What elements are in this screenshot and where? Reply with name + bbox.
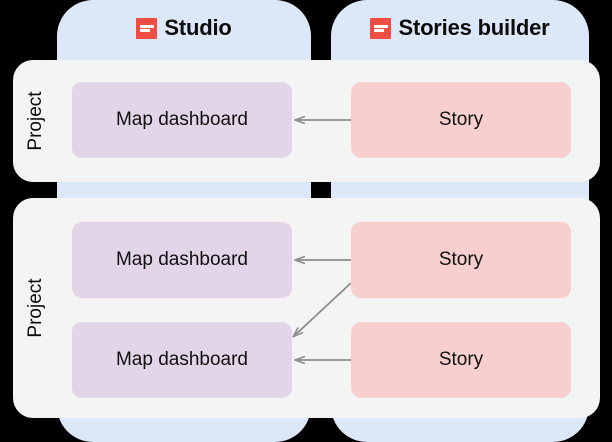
node-map-dashboard[interactable]: Map dashboard: [72, 322, 292, 398]
column-studio-title: Studio: [164, 15, 232, 40]
node-map-dashboard[interactable]: Map dashboard: [72, 222, 292, 298]
clevermaps-logo-icon: [136, 17, 158, 39]
clevermaps-logo-icon: [370, 17, 392, 39]
node-story[interactable]: Story: [351, 222, 571, 298]
node-story[interactable]: Story: [351, 322, 571, 398]
node-story[interactable]: Story: [351, 82, 571, 158]
column-studio-header: Studio: [57, 9, 311, 47]
column-stories-builder-title: Stories builder: [398, 15, 550, 40]
node-map-dashboard[interactable]: Map dashboard: [72, 82, 292, 158]
column-stories-builder-header: Stories builder: [331, 9, 589, 47]
